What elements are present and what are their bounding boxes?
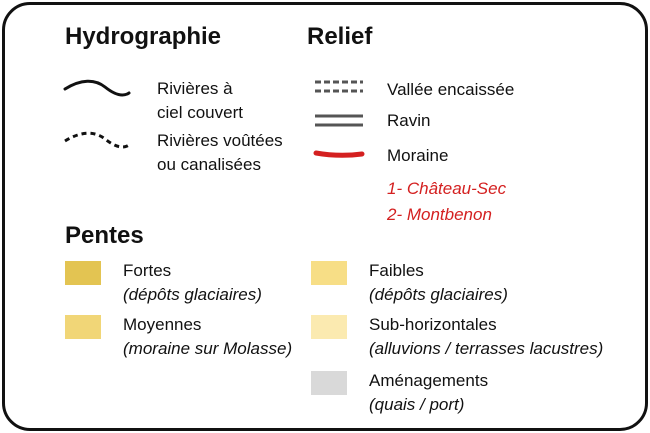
legend-item-moraine: Moraine <box>387 146 449 165</box>
moraine-note-montbenon: 2- Montbenon <box>387 205 492 224</box>
legend-item-label: Moyennes <box>123 315 202 334</box>
legend-item-detail: (alluvions / terrasses lacustres) <box>369 339 604 358</box>
relief-heading: Relief <box>307 23 373 50</box>
legend-item-label: Aménagements <box>369 371 489 390</box>
legend-item-label: Rivières voûtées <box>157 131 283 150</box>
legend-item-label: ou canalisées <box>157 155 261 174</box>
legend-item-sub-horizontales: Sub-horizontales (alluvions / terrasses … <box>369 313 603 361</box>
legend-item-rivieres-voutees: Rivières voûtées ou canalisées <box>157 129 283 177</box>
double-gray-line-icon <box>315 114 363 127</box>
legend-item-moyennes: Moyennes (moraine sur Molasse) <box>123 313 292 361</box>
legend-item-label: ciel couvert <box>157 103 243 122</box>
legend-item-amenagements: Aménagements (quais / port) <box>369 369 488 417</box>
legend-item-vallee-encaissee: Vallée encaissée <box>387 80 515 99</box>
double-dashed-line-icon <box>315 80 363 93</box>
legend-item-label: Rivières à <box>157 79 233 98</box>
swatch-amenagements <box>311 371 347 395</box>
swatch-moyennes <box>65 315 101 339</box>
legend-item-detail: (dépôts glaciaires) <box>369 285 508 304</box>
hydrography-heading: Hydrographie <box>65 23 222 50</box>
legend-item-detail: (moraine sur Molasse) <box>123 339 293 358</box>
legend-item-faibles: Faibles (dépôts glaciaires) <box>369 259 508 307</box>
legend-item-detail: (dépôts glaciaires) <box>123 285 262 304</box>
red-line-icon <box>313 150 365 158</box>
legend-item-label: Sub-horizontales <box>369 315 497 334</box>
moraine-note-chateau-sec: 1- Château-Sec <box>387 179 507 198</box>
legend-item-fortes: Fortes (dépôts glaciaires) <box>123 259 262 307</box>
solid-river-line-icon <box>63 79 131 97</box>
legend-item-detail: (quais / port) <box>369 395 465 414</box>
swatch-fortes <box>65 261 101 285</box>
legend-item-ravin: Ravin <box>387 111 431 130</box>
swatch-faibles <box>311 261 347 285</box>
slopes-heading: Pentes <box>65 222 144 249</box>
dashed-river-line-icon <box>64 131 130 149</box>
legend-item-rivieres-ciel-couvert: Rivières à ciel couvert <box>157 77 243 125</box>
legend-item-label: Faibles <box>369 261 424 280</box>
swatch-sub-horizontales <box>311 315 347 339</box>
legend-item-label: Fortes <box>123 261 172 280</box>
